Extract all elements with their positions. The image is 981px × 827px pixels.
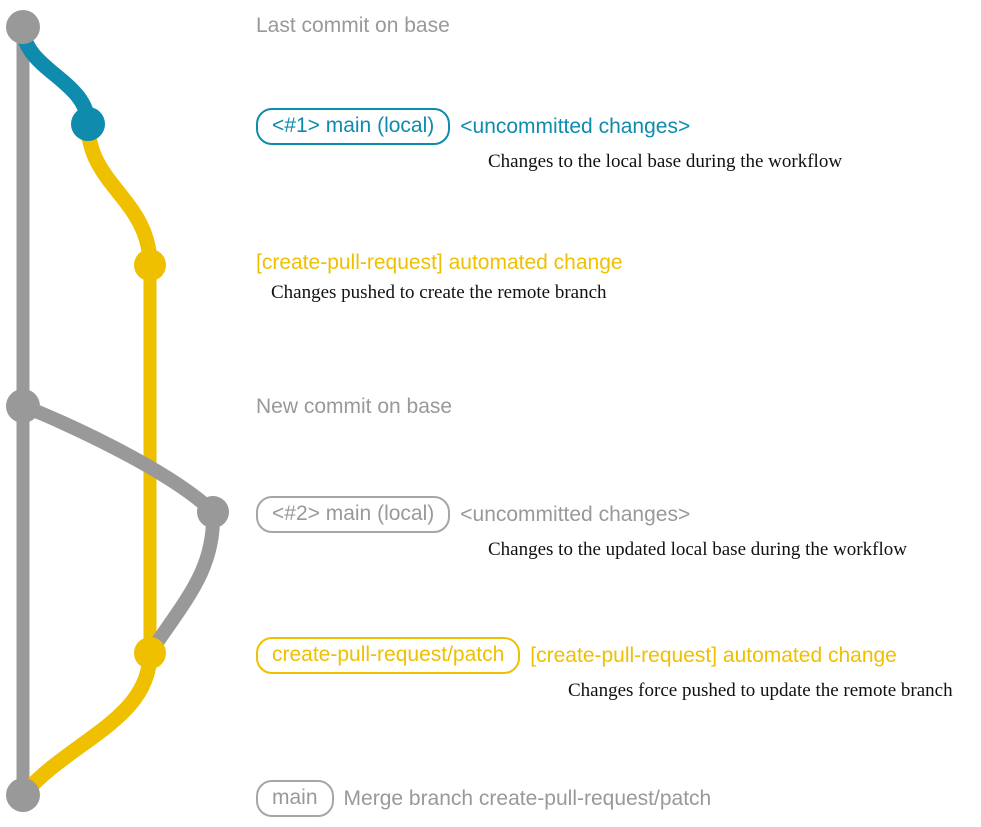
row-automated-change-2-line: create-pull-request/patch [create-pull-r… [256,637,981,674]
node-base-new-commit[interactable] [6,389,40,423]
heading-last-commit-on-base: Last commit on base [256,14,450,37]
node-local-main-2[interactable] [197,496,229,528]
node-automated-change-1[interactable] [134,249,166,281]
commit-description-local-main-2: Changes to the updated local base during… [488,539,907,560]
row-automated-change-1: [create-pull-request] automated change C… [256,250,981,304]
branch-badge-local-main-1[interactable]: <#1> main (local) [256,108,451,145]
node-merge-commit[interactable] [6,778,40,812]
node-local-main-1[interactable] [71,107,105,141]
row-local-main-1: <#1> main (local) <uncommitted changes> … [256,108,981,173]
commit-subject-merge-commit: Merge branch create-pull-request/patch [343,786,712,810]
heading-new-commit-on-base: New commit on base [256,395,453,418]
commit-description-automated-change-1: Changes pushed to create the remote bran… [271,282,607,303]
commit-subject-local-main-2: <uncommitted changes> [460,502,691,526]
row-local-main-2: <#2> main (local) <uncommitted changes> … [256,496,981,561]
row-merge-commit: main Merge branch create-pull-request/pa… [256,780,981,817]
commit-graph [6,10,229,812]
commit-description-local-main-1: Changes to the local base during the wor… [488,151,843,172]
edge-local-main-1-to-automated-change-1 [80,116,158,273]
commit-subject-automated-change-1: [create-pull-request] automated change [256,251,623,274]
node-base-top[interactable] [6,10,40,44]
edge-base-to-local-main-2 [16,399,220,519]
row-automated-change-2: create-pull-request/patch [create-pull-r… [256,637,981,702]
row-last-commit-on-base: Last commit on base [256,13,981,39]
commit-subject-local-main-1: <uncommitted changes> [460,114,691,138]
edge-local-main-2-to-automated-change-2 [143,505,221,660]
row-automated-change-1-line: [create-pull-request] automated change [256,250,981,276]
row-merge-commit-line: main Merge branch create-pull-request/pa… [256,780,981,817]
row-local-main-2-line: <#2> main (local) <uncommitted changes> [256,496,981,533]
branch-badge-create-pull-request-patch[interactable]: create-pull-request/patch [256,637,521,674]
commit-description-automated-change-2: Changes force pushed to update the remot… [568,680,953,701]
node-automated-change-2[interactable] [134,637,166,669]
edge-automated-change-2-to-merge [15,645,158,803]
commit-subject-automated-change-2: [create-pull-request] automated change [530,643,897,667]
branch-badge-local-main-2[interactable]: <#2> main (local) [256,496,451,533]
branch-badge-main[interactable]: main [256,780,334,817]
row-new-commit-on-base: New commit on base [256,394,981,420]
row-local-main-1-line: <#1> main (local) <uncommitted changes> [256,108,981,145]
